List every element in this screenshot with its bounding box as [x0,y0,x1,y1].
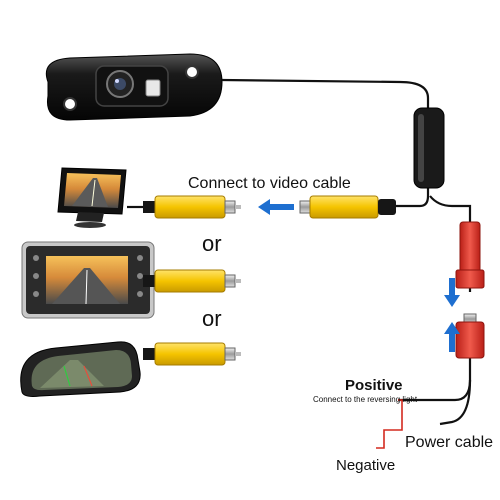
rca-plug-icon [143,269,241,293]
dc-plug-icon [455,221,485,289]
arrow-icon [258,199,294,215]
or-label: or [202,231,222,256]
positive-label: Positive [345,377,403,394]
or-label: or [202,306,222,331]
power-cable-label: Power cable [405,434,494,451]
cable-module [413,107,445,189]
arrow-icon [444,278,460,307]
mirror-monitor-icon [20,341,141,397]
rear-camera-icon [45,53,223,121]
rca-plug-icon [143,195,241,219]
connect-label: Connect to video cable [188,175,351,192]
arrow-icon [444,322,460,352]
positive-note: Connect to the reversing light [313,395,418,404]
rca-plug-icon [299,195,396,219]
dash-monitor-icon [57,167,127,228]
rca-plug-icon [143,342,241,366]
dc-plug-icon [455,313,485,359]
car-stereo-icon [21,241,155,319]
positive-lead [376,399,403,449]
negative-label: Negative [336,457,396,474]
